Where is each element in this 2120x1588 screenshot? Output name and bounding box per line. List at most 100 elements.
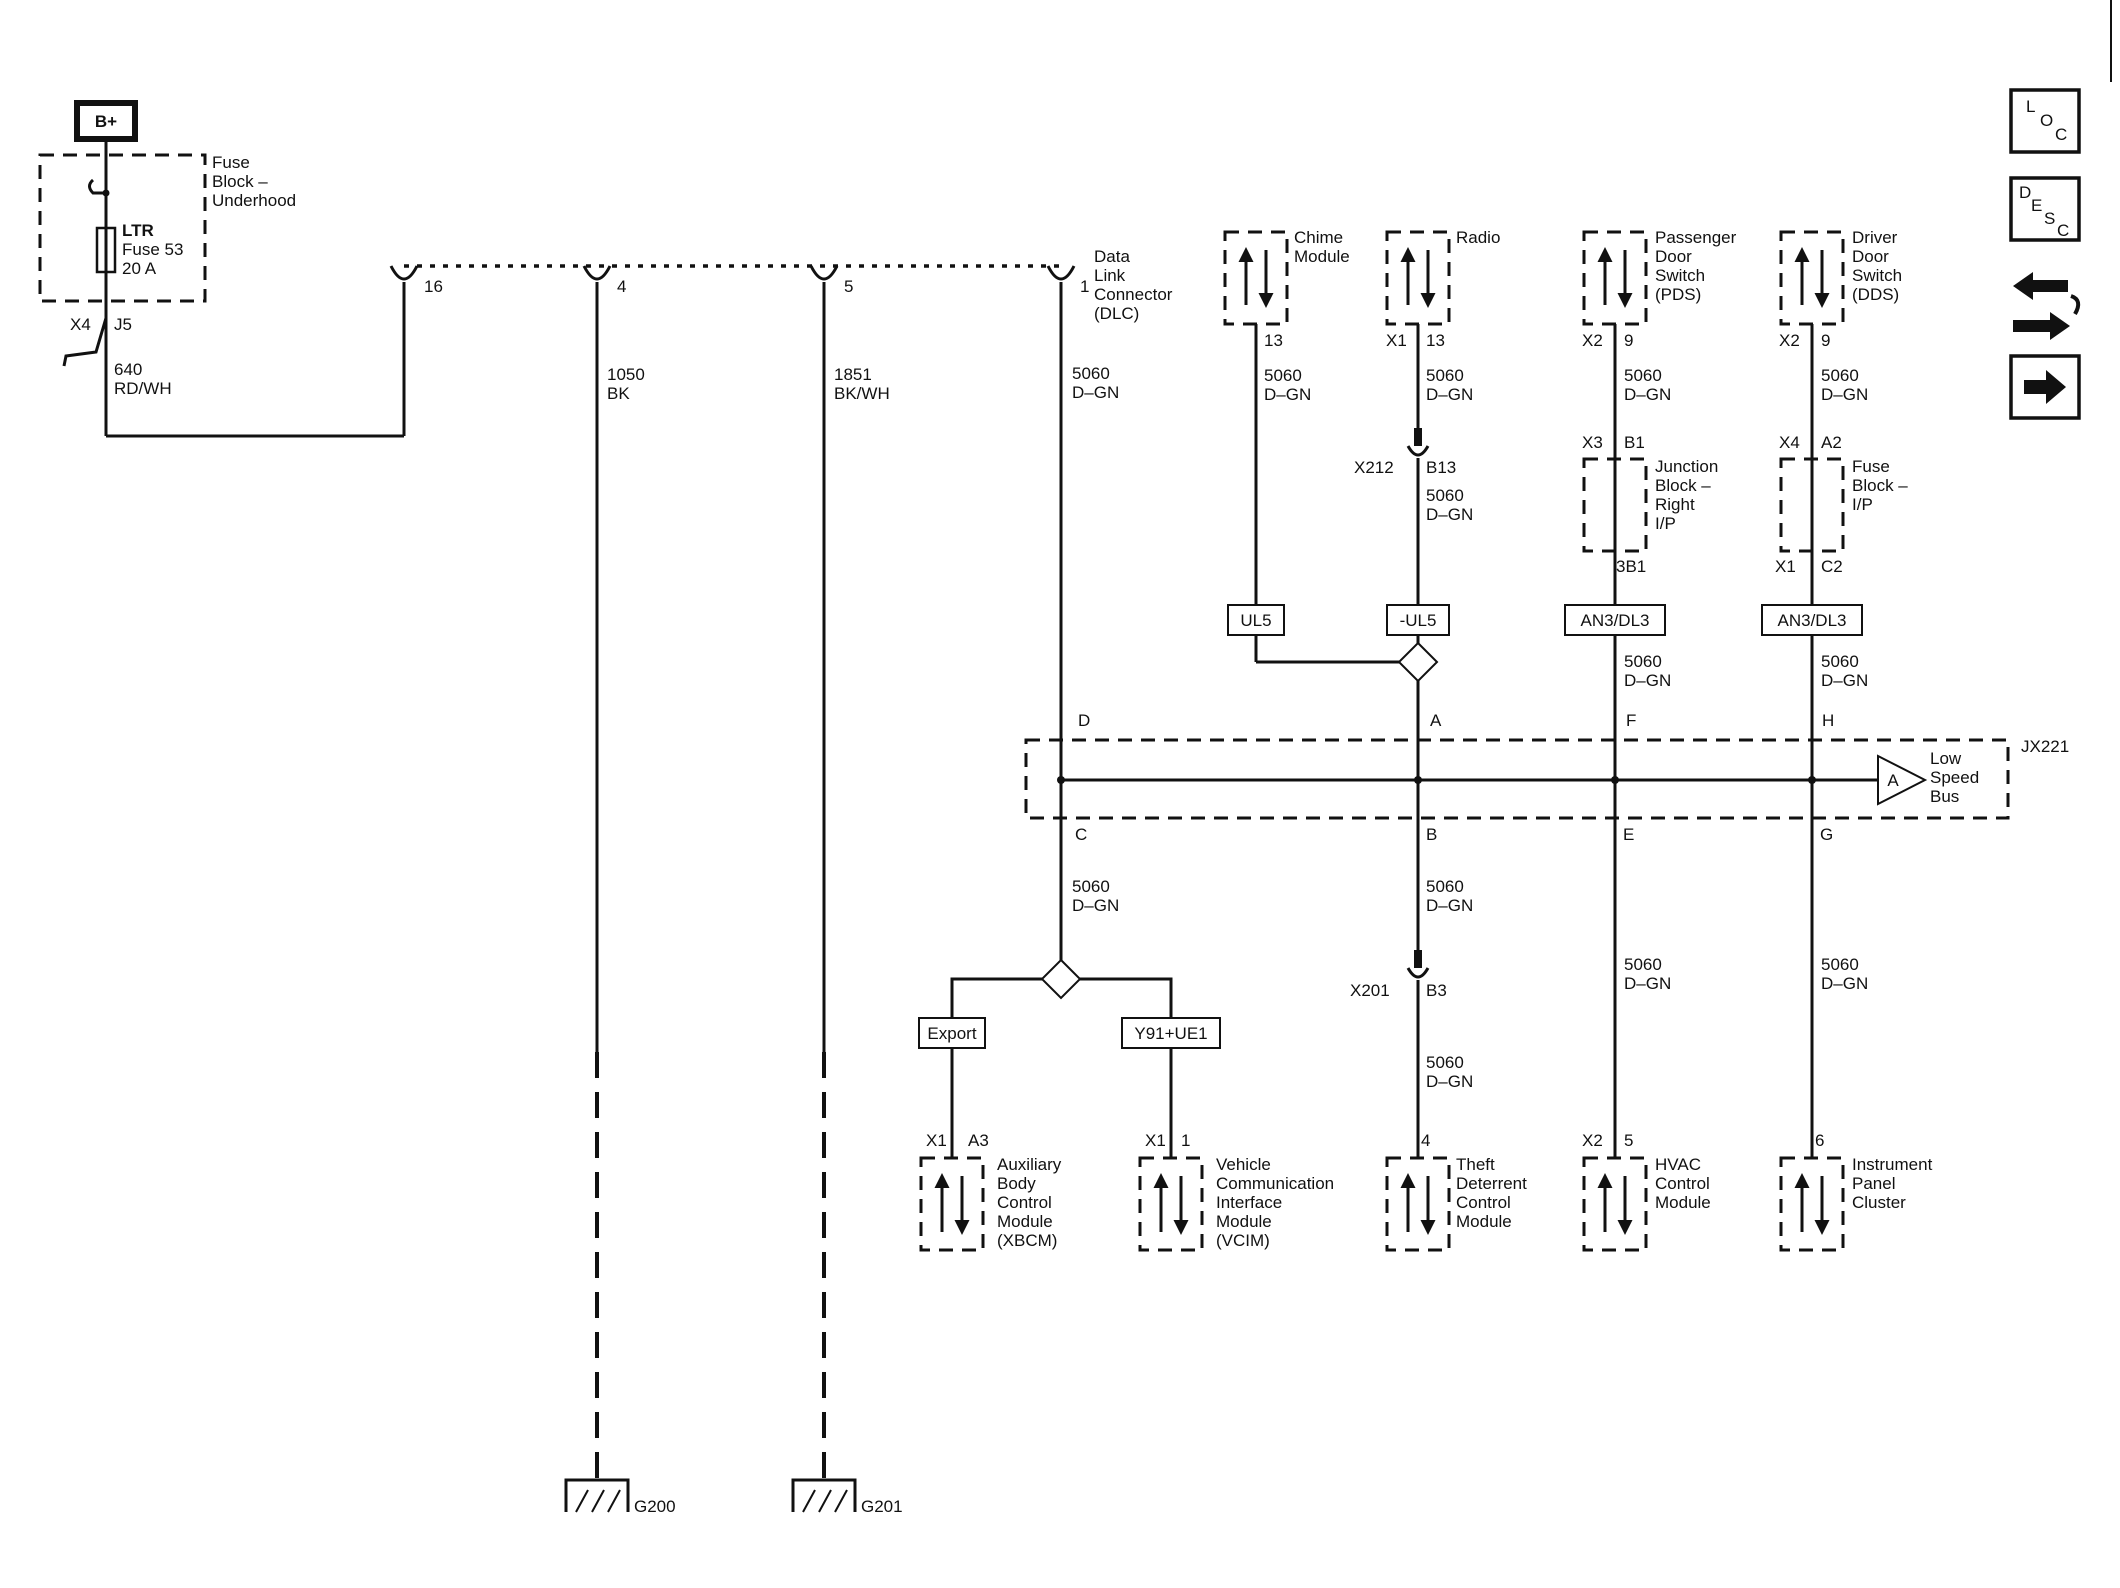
- desc-button[interactable]: D E S C: [2009, 176, 2081, 242]
- svg-text:Module: Module: [1655, 1193, 1711, 1212]
- svg-text:Driver: Driver: [1852, 228, 1898, 247]
- hvac-control-module[interactable]: [1582, 1156, 1648, 1252]
- wire-1851-circuit: 1851: [834, 365, 872, 384]
- svg-text:Switch: Switch: [1655, 266, 1705, 285]
- svg-text:C: C: [2055, 125, 2067, 144]
- ipc-wire-color: D–GN: [1821, 974, 1868, 993]
- instrument-panel-cluster[interactable]: [1779, 1156, 1845, 1252]
- vcim-module[interactable]: [1138, 1156, 1204, 1252]
- pds-wire-color: D–GN: [1624, 385, 1671, 404]
- svg-text:I/P: I/P: [1852, 495, 1873, 514]
- next-page-arrow-button[interactable]: [2009, 354, 2081, 420]
- vcim-pin: 1: [1181, 1131, 1190, 1150]
- option-ul5: UL5: [1227, 604, 1285, 636]
- dds-label: Driver Door Switch (DDS): [1852, 228, 1902, 304]
- splice-pin-g: G: [1820, 825, 1833, 844]
- svg-text:Module: Module: [1294, 247, 1350, 266]
- theft-wire-lower-circuit: 5060: [1426, 1053, 1464, 1072]
- svg-text:Block –: Block –: [1852, 476, 1908, 495]
- svg-text:Control: Control: [1655, 1174, 1710, 1193]
- svg-text:Connector: Connector: [1094, 285, 1173, 304]
- svg-text:(XBCM): (XBCM): [997, 1231, 1057, 1250]
- power-wire-color: RD/WH: [114, 379, 172, 398]
- svg-text:Block –: Block –: [212, 172, 268, 191]
- option-y91-ue1: Y91+UE1: [1121, 1017, 1221, 1049]
- svg-text:HVAC: HVAC: [1655, 1155, 1701, 1174]
- chime-module[interactable]: [1223, 230, 1289, 326]
- svg-text:Theft: Theft: [1456, 1155, 1495, 1174]
- jb-right-connector: X3: [1582, 433, 1603, 452]
- svg-text:Interface: Interface: [1216, 1193, 1282, 1212]
- xbcm-label: Auxiliary Body Control Module (XBCM): [997, 1155, 1062, 1250]
- radio-wire-lower-color: D–GN: [1426, 505, 1473, 524]
- svg-text:Control: Control: [997, 1193, 1052, 1212]
- xbcm-vcim-wire-circuit: 5060: [1072, 877, 1110, 896]
- ipc-pin: 6: [1815, 1131, 1824, 1150]
- dlc-wire-circuit: 5060: [1072, 364, 1110, 383]
- wire-1050-circuit: 1050: [607, 365, 645, 384]
- svg-text:-UL5: -UL5: [1400, 611, 1437, 630]
- dds-bus-wire-color: D–GN: [1821, 671, 1868, 690]
- svg-text:Fuse 53: Fuse 53: [122, 240, 183, 259]
- xbcm-connector: X1: [926, 1131, 947, 1150]
- svg-text:Instrument: Instrument: [1852, 1155, 1933, 1174]
- xbcm-module[interactable]: [919, 1156, 985, 1252]
- dlc-pin-4: 4: [582, 265, 626, 296]
- svg-text:Fuse: Fuse: [1852, 457, 1890, 476]
- svg-text:20 A: 20 A: [122, 259, 157, 278]
- dds-wire-circuit: 5060: [1821, 366, 1859, 385]
- jb-right-pin-in: B1: [1624, 433, 1645, 452]
- svg-text:Low: Low: [1930, 749, 1962, 768]
- svg-text:UL5: UL5: [1240, 611, 1271, 630]
- svg-text:(VCIM): (VCIM): [1216, 1231, 1270, 1250]
- ipc-wire-circuit: 5060: [1821, 955, 1859, 974]
- svg-text:Block –: Block –: [1655, 476, 1711, 495]
- radio-wire-circuit: 5060: [1426, 366, 1464, 385]
- dlc-label: Data Link Connector (DLC): [1094, 247, 1173, 323]
- chime-wire-color: D–GN: [1264, 385, 1311, 404]
- radio-pin: 13: [1426, 331, 1445, 350]
- driver-door-switch[interactable]: [1779, 230, 1845, 326]
- svg-text:Export: Export: [927, 1024, 976, 1043]
- connector-arrows-icon[interactable]: [2013, 272, 2081, 340]
- svg-text:Door: Door: [1852, 247, 1889, 266]
- chime-wire-circuit: 5060: [1264, 366, 1302, 385]
- svg-text:Link: Link: [1094, 266, 1126, 285]
- option-diamond-top: [1397, 641, 1439, 683]
- splice-pin-h: H: [1822, 711, 1834, 730]
- xbcm-vcim-wire-color: D–GN: [1072, 896, 1119, 915]
- svg-text:E: E: [2031, 196, 2042, 215]
- busbar-symbol: [88, 178, 106, 195]
- theft-wire-circuit: 5060: [1426, 877, 1464, 896]
- svg-text:Vehicle: Vehicle: [1216, 1155, 1271, 1174]
- svg-text:Module: Module: [1216, 1212, 1272, 1231]
- pds-bus-wire-color: D–GN: [1624, 671, 1671, 690]
- svg-text:(DLC): (DLC): [1094, 304, 1139, 323]
- dlc-pin-5: 5: [809, 265, 853, 296]
- passenger-door-switch[interactable]: [1582, 230, 1648, 326]
- svg-text:I/P: I/P: [1655, 514, 1676, 533]
- svg-text:A: A: [1887, 771, 1899, 790]
- power-wire-circuit: 640: [114, 360, 142, 379]
- pds-label: Passenger Door Switch (PDS): [1655, 228, 1737, 304]
- hvac-connector: X2: [1582, 1131, 1603, 1150]
- radio-module[interactable]: [1385, 230, 1451, 326]
- hvac-pin: 5: [1624, 1131, 1633, 1150]
- fb-ip-connector-out: X1: [1775, 557, 1796, 576]
- dds-wire-color: D–GN: [1821, 385, 1868, 404]
- off-page-arrow-a[interactable]: A: [1877, 754, 1928, 806]
- pds-pin: 9: [1624, 331, 1633, 350]
- theft-deterrent-module[interactable]: [1385, 1156, 1451, 1252]
- x212-name: X212: [1354, 458, 1394, 477]
- svg-text:C: C: [2057, 221, 2069, 240]
- splice-pin-c: C: [1075, 825, 1087, 844]
- battery-terminal: B+: [74, 100, 138, 142]
- svg-text:Speed: Speed: [1930, 768, 1979, 787]
- svg-text:Chime: Chime: [1294, 228, 1343, 247]
- svg-text:L: L: [2026, 97, 2035, 116]
- loc-button[interactable]: L O C: [2009, 88, 2081, 154]
- svg-text:Fuse: Fuse: [212, 153, 250, 172]
- svg-text:Communication: Communication: [1216, 1174, 1334, 1193]
- x201-pin: B3: [1426, 981, 1447, 1000]
